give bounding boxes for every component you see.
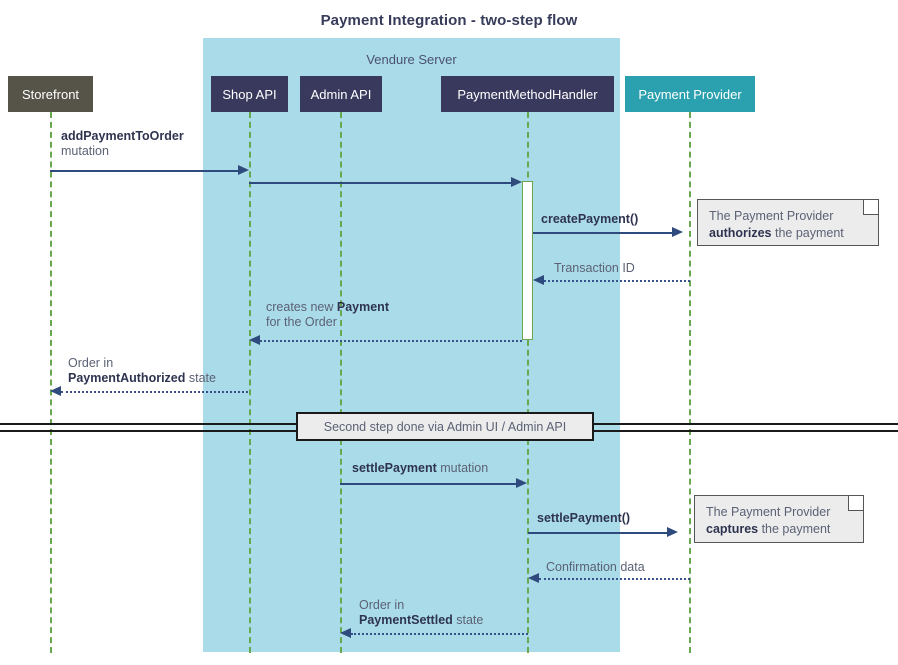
message-label-bold: settlePayment [352,461,437,475]
message-arrow-creates-new-payment [260,340,522,342]
message-arrow-settle-payment-mutation [340,483,517,485]
divider-label-box: Second step done via Admin UI / Admin AP… [296,412,594,441]
note-payment-provider-captures: The Payment Provider captures the paymen… [694,495,864,543]
note-line-1: The Payment Provider [709,209,834,223]
message-label-bold: createPayment() [541,212,639,226]
message-arrow-order-payment-settled [351,633,528,635]
lifeline-storefront [50,112,52,653]
participant-payment-provider[interactable]: Payment Provider [625,76,755,112]
lifeline-payment-method-handler [527,112,529,653]
arrowhead-right-icon [667,527,678,537]
arrowhead-left-icon [528,573,539,583]
message-label-line1: Order in [68,356,114,370]
message-label-pre: creates new [266,300,337,314]
participant-label: Storefront [21,86,80,102]
lifeline-shop-api [249,112,251,653]
note-line-1: The Payment Provider [706,505,831,519]
note-bold: captures [706,522,759,536]
note-bold: authorizes [709,226,772,240]
arrowhead-left-icon [249,335,260,345]
message-arrow-settle-payment-call [528,532,668,534]
message-label-transaction-id: Transaction ID [554,261,635,276]
arrowhead-right-icon [238,165,249,175]
message-arrow-order-payment-authorized [61,391,248,393]
note-post: the payment [771,226,844,240]
message-label-add-payment-to-order: addPaymentToOrder mutation [61,129,184,159]
activation-bar-payment-method-handler [522,181,533,340]
message-label-post: state [452,613,484,627]
message-label-post: mutation [436,461,489,475]
message-label-settle-payment-call: settlePayment() [537,511,630,526]
participant-storefront[interactable]: Storefront [8,76,93,112]
message-label-bold: settlePayment() [537,511,631,525]
group-label: Vendure Server [366,52,457,67]
message-arrow-add-payment-to-order [50,170,239,172]
message-label-confirmation-data: Confirmation data [546,560,645,575]
participant-admin-api[interactable]: Admin API [300,76,382,112]
message-label-post: state [185,371,216,385]
page-title: Payment Integration - two-step flow [320,12,578,29]
message-label-bold: PaymentAuthorized [68,371,186,385]
message-label-creates-new-payment: creates new Payment for the Order [266,300,389,330]
message-label-line2: mutation [61,144,109,158]
participant-label: Payment Provider [638,86,742,102]
message-label-line2: for the Order [266,315,337,329]
divider-label: Second step done via Admin UI / Admin AP… [323,419,567,434]
arrowhead-left-icon [533,275,544,285]
lifeline-admin-api [340,112,342,653]
message-label-line1: Order in [359,598,405,612]
note-payment-provider-authorizes: The Payment Provider authorizes the paym… [697,199,879,246]
group-box-vendure-server [203,38,620,652]
participant-label: PaymentMethodHandler [457,86,598,102]
lifeline-payment-provider [689,112,691,653]
participant-payment-method-handler[interactable]: PaymentMethodHandler [441,76,614,112]
message-label-bold: PaymentSettled [359,613,453,627]
participant-label: Admin API [310,86,372,102]
participant-shop-api[interactable]: Shop API [211,76,288,112]
message-label-settle-payment-mutation: settlePayment mutation [352,461,488,476]
arrowhead-left-icon [340,628,351,638]
arrowhead-right-icon [516,478,527,488]
message-arrow-confirmation-data [539,578,690,580]
message-arrow-transaction-id [544,280,690,282]
message-arrow-shop-api-to-handler [249,182,512,184]
message-label-text: Confirmation data [546,560,645,574]
message-label-bold: Payment [336,300,389,314]
message-label-bold: addPaymentToOrder [61,129,184,143]
arrowhead-right-icon [511,177,522,187]
participant-label: Shop API [222,86,277,102]
note-fold-corner-icon [848,496,863,511]
message-label-text: Transaction ID [554,261,635,275]
arrowhead-right-icon [672,227,683,237]
note-post: the payment [758,522,831,536]
message-label-create-payment: createPayment() [541,212,638,227]
arrowhead-left-icon [50,386,61,396]
note-fold-corner-icon [863,200,878,215]
message-arrow-create-payment [533,232,673,234]
message-label-order-payment-authorized: Order in PaymentAuthorized state [68,356,216,386]
message-label-order-payment-settled: Order in PaymentSettled state [359,598,483,628]
